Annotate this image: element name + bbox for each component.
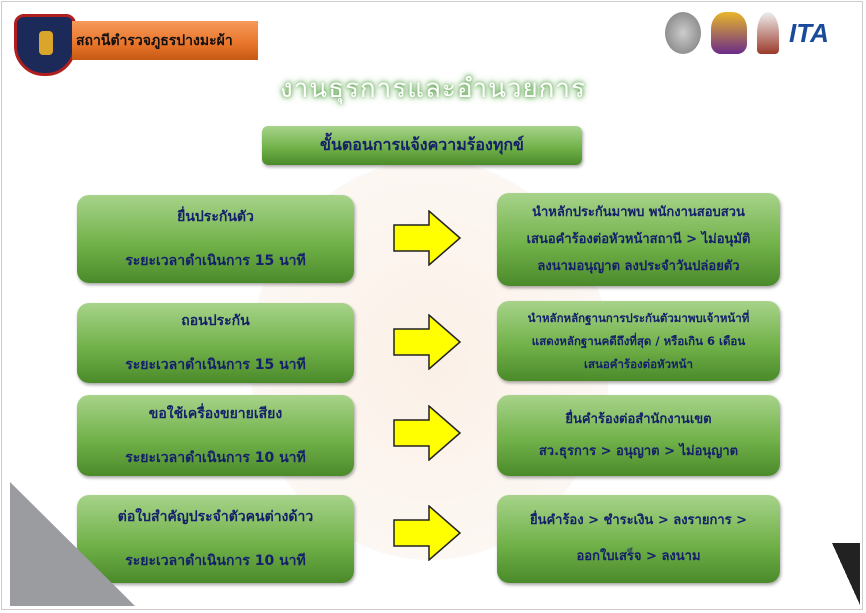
service-box-withdraw-bail: ถอนประกันระยะเวลาดำเนินการ 15 นาที [77, 303, 354, 383]
section-heading: งานธุรการและอำนวยการ [280, 74, 586, 104]
arrow-right-icon [393, 210, 461, 266]
procedure-box-withdraw-bail: นำหลักหลักฐานการประกันตัวมาพบเจ้าหน้าที่… [497, 301, 780, 381]
royal-emblem-logo [711, 12, 747, 54]
procedure-box-alien-id: ยื่นคำร้อง > ชำระเงิน > ลงรายการ >ออกใบเ… [497, 495, 780, 583]
procedure-box-bail: นำหลักประกันมาพบ พนักงานสอบสวนเสนอคำร้อง… [497, 193, 780, 286]
procedure-title: ขั้นตอนการแจ้งความร้องทุกข์ [262, 126, 582, 165]
arrow-right-icon [393, 505, 461, 561]
arrow-right-icon [393, 314, 461, 370]
arrow-right-icon [393, 405, 461, 461]
emblem-logo [665, 12, 701, 54]
police-badge-logo [14, 14, 76, 76]
decor-triangle-dark [832, 543, 860, 605]
service-box-loudspeaker: ขอใช้เครื่องขยายเสียงระยะเวลาดำเนินการ 1… [77, 395, 354, 476]
ita-logo: ITA [789, 17, 829, 48]
station-name-banner: สถานีตำรวจภูธรปางมะผ้า [72, 21, 258, 60]
station-name: สถานีตำรวจภูธรปางมะผ้า [76, 32, 233, 49]
temple-logo [757, 12, 779, 54]
procedure-box-loudspeaker: ยื่นคำร้องต่อสำนักงานเขตสว.ธุรการ > อนุญ… [497, 395, 780, 476]
decor-triangle-gray [10, 482, 135, 606]
logo-group: ITA [665, 12, 829, 54]
service-box-bail: ยื่นประกันตัวระยะเวลาดำเนินการ 15 นาที [77, 195, 354, 283]
